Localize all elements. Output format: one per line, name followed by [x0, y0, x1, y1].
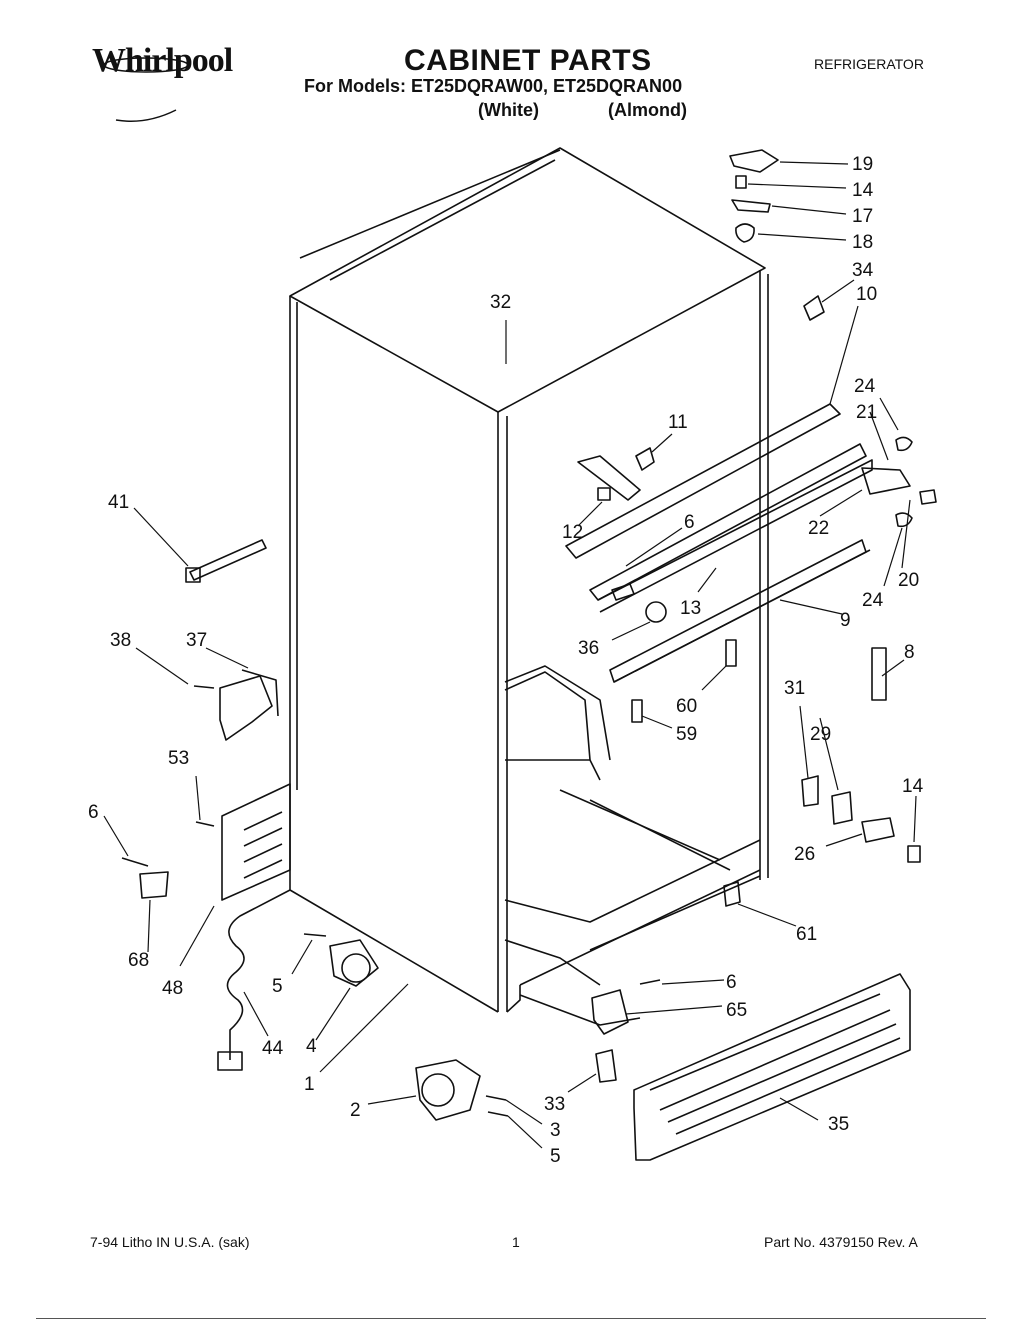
callout-61: 61 [796, 924, 817, 945]
callout-35: 35 [828, 1114, 849, 1135]
product-category: REFRIGERATOR [814, 56, 924, 72]
bottom-divider [36, 1318, 986, 1319]
brand-logo-swoosh [103, 57, 189, 122]
callout-17: 17 [852, 206, 873, 227]
callout-21: 21 [856, 402, 877, 423]
left-side-parts [121, 539, 379, 1071]
leader-lines [103, 161, 917, 1149]
callout-6b: 6 [88, 802, 99, 823]
callout-9: 9 [840, 610, 851, 631]
color-label-almond: (Almond) [608, 100, 687, 120]
callout-14b: 14 [902, 776, 924, 797]
callout-4: 4 [306, 1036, 317, 1057]
footer-page-number: 1 [512, 1234, 520, 1250]
callout-18: 18 [852, 232, 873, 253]
callout-65: 65 [726, 1000, 747, 1021]
callout-24: 24 [854, 376, 876, 397]
callout-20: 20 [898, 570, 919, 591]
callout-29: 29 [810, 724, 831, 745]
page-title: CABINET PARTS [404, 44, 652, 77]
callout-19: 19 [852, 154, 873, 175]
callout-14: 14 [852, 180, 874, 201]
callout-68: 68 [128, 950, 149, 971]
callout-11: 11 [668, 412, 688, 433]
callout-5b: 5 [550, 1146, 561, 1167]
rails-and-brackets [565, 403, 937, 723]
callout-6: 6 [684, 512, 695, 533]
callout-10: 10 [856, 284, 877, 305]
callout-37: 37 [186, 630, 207, 651]
callout-44: 44 [262, 1038, 284, 1059]
callout-6c: 6 [726, 972, 737, 993]
callout-31: 31 [784, 678, 805, 699]
callout-2: 2 [350, 1100, 361, 1121]
callout-48: 48 [162, 978, 183, 999]
callout-5: 5 [272, 976, 283, 997]
callout-32: 32 [490, 292, 511, 313]
callout-41: 41 [108, 492, 129, 513]
callout-12: 12 [562, 522, 583, 543]
cabinet-body [289, 147, 769, 1026]
callout-34: 34 [852, 260, 874, 281]
callout-22: 22 [808, 518, 829, 539]
brand-logo: Whirlpool [92, 42, 233, 79]
callout-labels: 19 14 17 18 34 10 32 24 21 11 41 12 6 22… [88, 154, 924, 1167]
callout-60: 60 [676, 696, 697, 717]
bottom-parts [415, 775, 921, 1161]
callout-26: 26 [794, 844, 815, 865]
color-label-white: (White) [478, 100, 539, 120]
footer-part-number: Part No. 4379150 Rev. A [764, 1234, 918, 1250]
models-line: For Models: ET25DQRAW00, ET25DQRAN00 [304, 76, 683, 96]
callout-38: 38 [110, 630, 131, 651]
top-hinge-parts [729, 149, 825, 321]
callout-33: 33 [544, 1094, 565, 1115]
callout-13: 13 [680, 598, 701, 619]
callout-36: 36 [578, 638, 599, 659]
footer-print-info: 7-94 Litho IN U.S.A. (sak) [90, 1234, 250, 1250]
callout-59: 59 [676, 724, 697, 745]
callout-1: 1 [304, 1074, 315, 1095]
callout-8: 8 [904, 642, 915, 663]
callout-24b: 24 [862, 590, 884, 611]
callout-3: 3 [550, 1120, 561, 1141]
callout-53: 53 [168, 748, 189, 769]
